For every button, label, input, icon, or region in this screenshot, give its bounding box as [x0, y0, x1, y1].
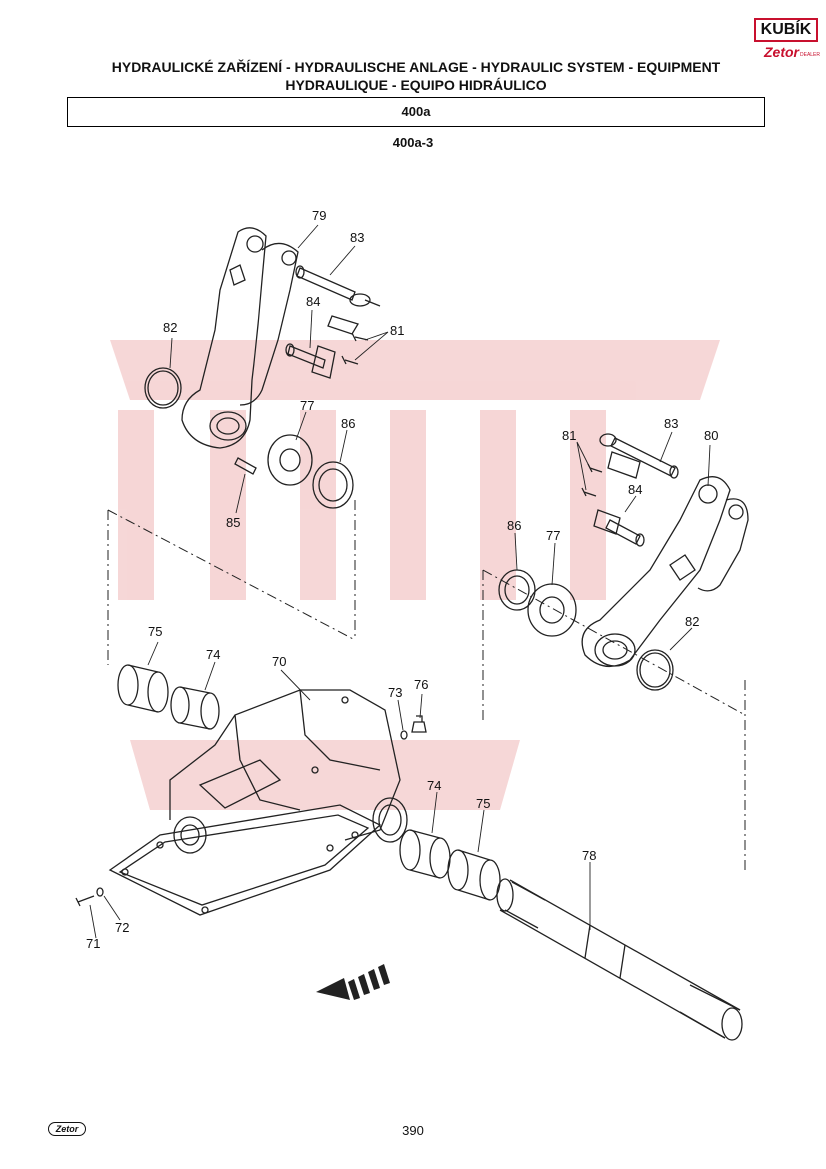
callout-83-left: 83 [350, 230, 364, 245]
callout-labels: 79 83 84 81 82 77 86 85 81 83 80 84 86 7… [86, 208, 718, 951]
direction-arrow-icon [316, 964, 390, 1000]
callout-74-right: 74 [427, 778, 441, 793]
callout-70: 70 [272, 654, 286, 669]
leader-lines [89, 224, 711, 939]
plug-73 [400, 730, 408, 740]
kubik-zetor-logo: KUBÍK Zetor DEALER [754, 18, 820, 62]
washer-77-right [527, 583, 577, 637]
callout-81-right: 81 [562, 428, 576, 443]
seal-86-left [312, 461, 354, 509]
callout-77-right: 77 [546, 528, 560, 543]
bushing-74-right [399, 829, 451, 879]
callout-75-left: 75 [148, 624, 162, 639]
callout-84-right: 84 [628, 482, 642, 497]
callout-74-left: 74 [206, 647, 220, 662]
hydraulic-housing-70 [108, 689, 408, 916]
page-title-line1: HYDRAULICKÉ ZAŘÍZENÍ - HYDRAULISCHE ANLA… [111, 59, 721, 75]
callout-82-left: 82 [163, 320, 177, 335]
washer-72 [96, 887, 104, 897]
callout-75-right: 75 [476, 796, 490, 811]
zetor-logo-text: Zetor [764, 44, 799, 60]
pin-84-right [593, 509, 645, 547]
pin-83-left [295, 265, 381, 307]
lift-shaft-78 [496, 878, 743, 1041]
callout-84-left: 84 [306, 294, 320, 309]
zetor-footer-logo: Zetor [48, 1122, 86, 1136]
washer-77-left [267, 434, 313, 486]
kubik-logo-text: KUBÍK [754, 18, 818, 42]
breather-76 [411, 715, 427, 733]
seal-86-right [498, 569, 536, 611]
callout-83-right: 83 [664, 416, 678, 431]
watermark [110, 340, 720, 810]
bushing-74-left [170, 686, 220, 730]
callout-71: 71 [86, 936, 100, 951]
screw-71 [75, 895, 95, 907]
callout-73: 73 [388, 685, 402, 700]
callout-80: 80 [704, 428, 718, 443]
callout-86-right: 86 [507, 518, 521, 533]
callout-76: 76 [414, 677, 428, 692]
circlip-82-left [144, 367, 182, 409]
alignment-lines [107, 500, 746, 870]
callout-79: 79 [312, 208, 326, 223]
callout-85: 85 [226, 515, 240, 530]
pin-85 [234, 457, 257, 475]
circlip-82-right [636, 649, 674, 691]
bushing-75-right [447, 849, 501, 901]
lift-arm-left [181, 227, 299, 449]
callout-82-right: 82 [685, 614, 699, 629]
dealer-logo-text: DEALER [800, 52, 821, 58]
page-number: 390 [402, 1123, 424, 1138]
callout-86-left: 86 [341, 416, 355, 431]
callout-77-left: 77 [300, 398, 314, 413]
lift-arm-right [581, 476, 749, 667]
exploded-parts-diagram: 79 83 84 81 82 77 86 85 81 83 80 84 86 7… [75, 208, 749, 1041]
callout-81-left: 81 [390, 323, 404, 338]
bushing-75-left [117, 664, 169, 713]
callout-78: 78 [582, 848, 596, 863]
subsection-code: 400a-3 [392, 135, 434, 150]
section-code: 400a [67, 97, 765, 127]
page-title-line2: HYDRAULIQUE - EQUIPO HIDRÁULICO [285, 77, 547, 93]
pin-83-right [599, 433, 679, 479]
callout-72: 72 [115, 920, 129, 935]
